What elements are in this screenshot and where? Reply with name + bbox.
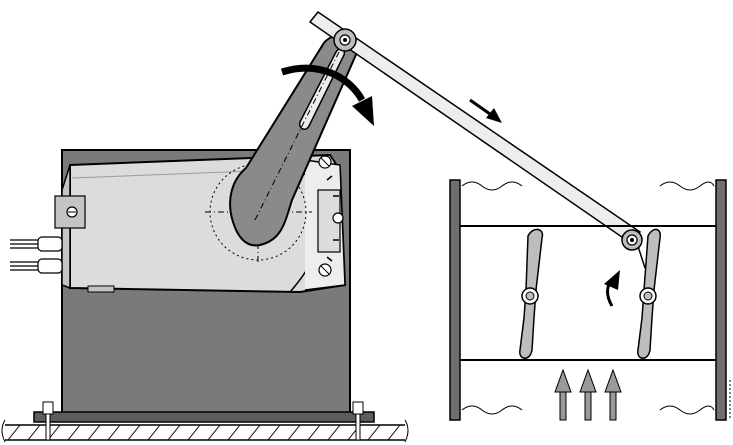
damper-blade-right bbox=[635, 228, 662, 359]
linkage-rod bbox=[308, 10, 642, 246]
rod-pivot-lower bbox=[621, 229, 643, 251]
actuator-rotation-arrow bbox=[280, 64, 374, 126]
wire-bundle-lower bbox=[10, 258, 63, 274]
scale-panel-screw bbox=[332, 212, 344, 224]
actuator-scale-panel bbox=[289, 155, 346, 293]
damper-blade-left bbox=[519, 228, 544, 359]
blade-rotation-arrow bbox=[604, 270, 620, 307]
duct bbox=[449, 179, 731, 421]
airflow-arrow-1 bbox=[554, 368, 572, 421]
duct-wall-left bbox=[449, 179, 461, 421]
wire-bundle-upper bbox=[10, 236, 63, 252]
duct-wall-right bbox=[715, 179, 727, 421]
airflow-arrow-3 bbox=[604, 368, 622, 421]
bracket-bolt-right bbox=[352, 401, 364, 441]
bracket-bolt-left bbox=[42, 401, 54, 441]
airflow-arrow-2 bbox=[579, 368, 597, 421]
mounting-surface bbox=[1, 419, 409, 443]
linkage-push-arrow bbox=[469, 98, 502, 123]
